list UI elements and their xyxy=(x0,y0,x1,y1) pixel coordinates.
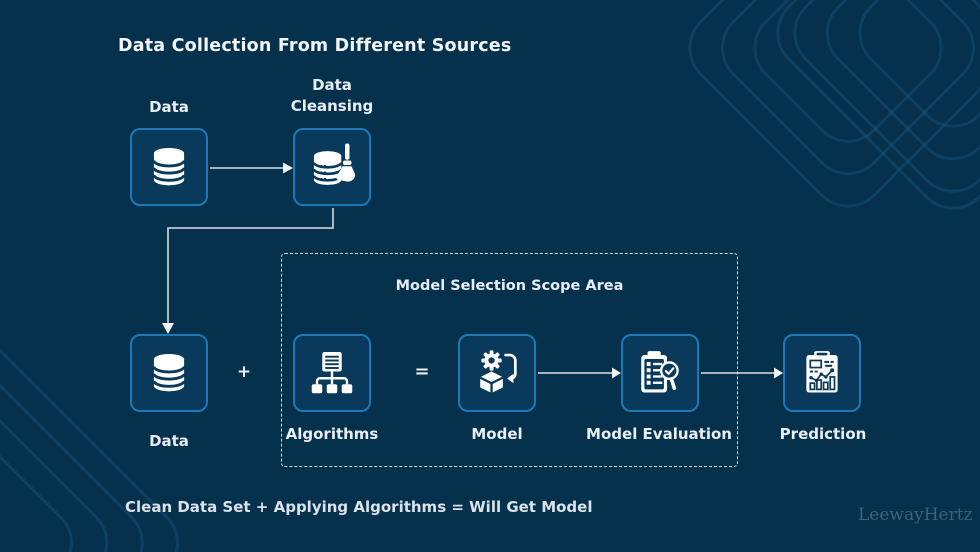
database-icon xyxy=(152,353,186,392)
node-data-source xyxy=(130,128,208,206)
model-label: Model xyxy=(471,425,523,443)
checklist-magnifier-icon xyxy=(641,351,679,393)
node-algorithms xyxy=(293,334,371,412)
node-prediction xyxy=(783,334,861,412)
node-model-evaluation xyxy=(621,334,699,412)
data-cleansing-label: Data Cleansing xyxy=(290,76,374,115)
model-selection-scope-area: Model Selection Scope Area xyxy=(281,253,738,467)
data-source-label: Data xyxy=(149,98,189,116)
algorithms-label: Algorithms xyxy=(285,425,379,443)
node-data-cleansing xyxy=(293,128,371,206)
scope-area-label: Model Selection Scope Area xyxy=(395,278,624,294)
model-evaluation-label: Model Evaluation xyxy=(586,425,732,443)
clean-data-label: Data xyxy=(149,432,189,450)
page-title: Data Collection From Different Sources xyxy=(118,36,512,56)
prediction-label: Prediction xyxy=(779,425,867,443)
node-model xyxy=(458,334,536,412)
summary-caption: Clean Data Set + Applying Algorithms = W… xyxy=(125,498,593,516)
hierarchy-icon xyxy=(311,352,353,394)
gear-cube-icon xyxy=(480,350,517,393)
database-icon xyxy=(152,147,186,186)
plus-operator: + xyxy=(236,362,252,382)
equals-operator: = xyxy=(414,361,430,382)
node-clean-data xyxy=(130,334,208,412)
brand-watermark: LeewayHertz xyxy=(858,505,973,525)
database-broom-icon xyxy=(312,143,356,185)
clipboard-chart-icon xyxy=(806,351,838,393)
